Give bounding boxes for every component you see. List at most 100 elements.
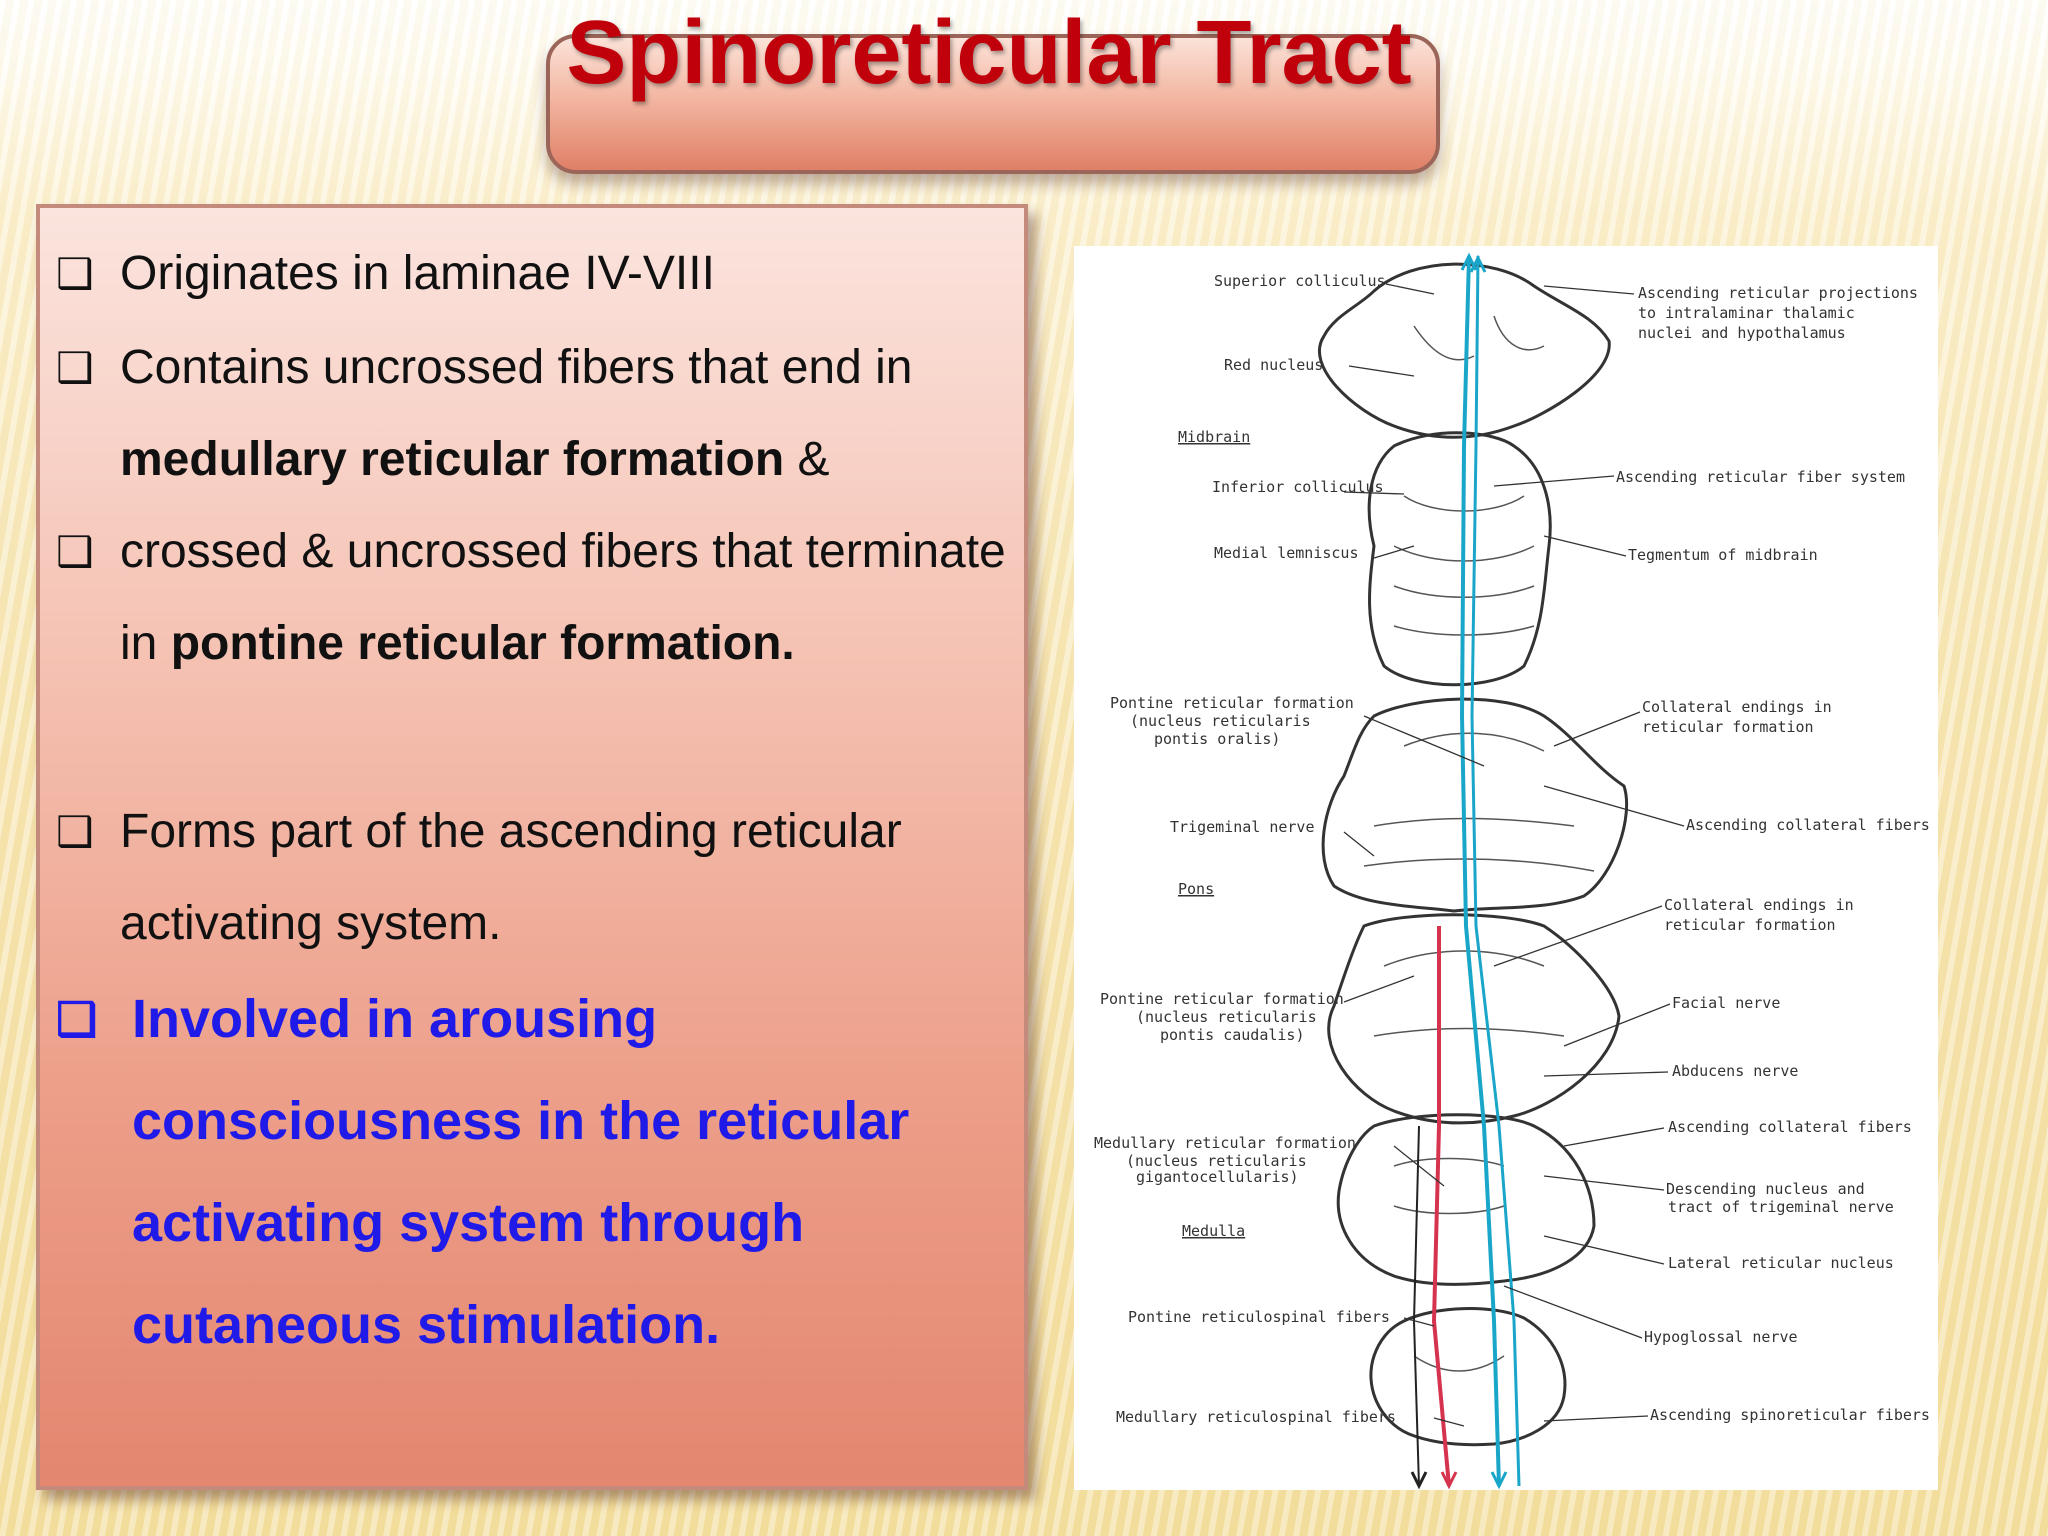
bullet-text: Involved in arousing consciousness in th… [132,968,1016,1376]
right-structure-label: Ascending collateral fibers [1686,816,1930,834]
midbrain-superior-section [1317,262,1611,439]
left-structure-label: (nucleus reticularis [1136,1008,1317,1026]
left-structure-label: Medullary reticular formation [1094,1134,1356,1152]
midbrain-inferior-section [1367,431,1552,687]
bullet-bold-text: pontine reticular formation. [170,617,795,670]
checkbox-bullet-icon: ❑ [56,528,94,575]
right-structure-label: Ascending reticular projections [1638,284,1918,302]
bullet-plain-text: crossed & uncrossed fibers that terminat… [120,525,1006,670]
descending-tract-line [1431,926,1451,1487]
leader-line [1348,365,1415,377]
ascending-tract-line [1459,255,1501,1487]
checkbox-bullet-icon: ❑ [56,808,94,855]
right-structure-label: Facial nerve [1672,994,1780,1012]
region-label: Medulla [1182,1222,1245,1240]
section-detail-line [1383,950,1545,967]
left-structure-label: Inferior colliculus [1212,478,1384,496]
leader-line [1493,475,1615,487]
tract-arrowhead [1440,1471,1458,1490]
right-structure-label: to intralaminar thalamic [1638,304,1855,322]
right-structure-label: Ascending reticular fiber system [1616,468,1905,486]
bullet-plain-text: Originates in laminae IV-VIII [120,247,715,300]
section-detail-line [1373,1027,1565,1037]
bullet-item: ❑ Involved in arousing consciousness in t… [56,968,1016,1376]
leader-line [1543,285,1635,295]
leader-line [1543,1415,1649,1422]
leader-line [1393,1145,1445,1187]
pons-lower-section [1327,913,1621,1125]
bullet-bold-text: Involved in arousing consciousness in th… [132,989,910,1355]
leader-line [1363,715,1485,767]
right-structure-label: Hypoglossal nerve [1644,1328,1798,1346]
left-structure-label: gigantocellularis) [1136,1168,1299,1186]
bullet-plain-text: Forms part of the ascending reticular ac… [120,805,902,950]
bullet-item: ❑Contains uncrossed fibers that end in m… [56,322,1016,506]
leader-line [1343,975,1415,1003]
left-structure-label: Medial lemniscus [1214,544,1359,562]
bullet-text: Forms part of the ascending reticular ac… [120,786,1016,970]
medulla-upper-section [1336,1113,1596,1286]
leader-line [1403,1317,1435,1327]
right-structure-label: Descending nucleus and [1666,1180,1865,1198]
left-structure-label: pontis oralis) [1154,730,1280,748]
left-structure-label: pontis caudalis) [1160,1026,1305,1044]
bullet-text: Contains uncrossed fibers that end in me… [120,322,1016,506]
section-detail-line [1493,315,1545,351]
ascending-tract-line [1470,255,1521,1487]
leader-line [1543,1071,1669,1077]
right-structure-label: Collateral endings in [1664,896,1854,914]
leader-line [1373,545,1415,559]
spinal-cord-section [1369,1307,1567,1447]
left-structure-label: Pontine reticular formation [1110,694,1354,712]
leader-line [1553,711,1641,747]
left-structure-label: Medullary reticulospinal fibers [1116,1408,1396,1426]
leader-line [1563,1127,1665,1147]
leader-line [1543,785,1685,827]
pons-upper-section [1321,697,1629,913]
tract-arrowhead [1469,254,1487,273]
bullet-item: ❑ Originates in laminae IV-VIII [56,228,1016,320]
checkbox-bullet-icon: ❑ [56,250,94,297]
title-banner [546,34,1440,174]
leader-line [1543,535,1627,557]
bullet-text: Originates in laminae IV-VIII [120,228,1016,320]
leader-line [1493,905,1663,967]
left-structure-label: (nucleus reticularis [1126,1152,1307,1170]
bullet-text: crossed & uncrossed fibers that terminat… [120,506,1016,690]
bullet-plain-text: & [784,433,830,486]
section-detail-line [1373,817,1575,827]
left-structure-label: Trigeminal nerve [1170,818,1315,836]
bullet-plain-text: Contains uncrossed fibers that end in [120,341,913,394]
section-detail-line [1393,1157,1505,1167]
bullet-bold-text: medullary reticular formation [120,433,785,486]
region-label: Pons [1178,880,1214,898]
checkbox-bullet-icon: ❑ [56,993,98,1045]
right-structure-label: nuclei and hypothalamus [1638,324,1846,342]
left-structure-label: Superior colliculus [1214,272,1386,290]
leader-line [1385,283,1435,295]
right-structure-label: tract of trigeminal nerve [1668,1198,1894,1216]
left-structure-label: (nucleus reticularis [1130,712,1311,730]
section-detail-line [1393,1205,1505,1215]
leader-line [1343,491,1405,495]
left-structure-label: Red nucleus [1224,356,1323,374]
right-structure-label: Tegmentum of midbrain [1628,546,1818,564]
bullet-item: ❑ Forms part of the ascending reticular a… [56,786,1016,970]
right-structure-label: Lateral reticular nucleus [1668,1254,1894,1272]
leader-line [1543,1175,1665,1191]
section-detail-line [1413,1355,1505,1372]
leader-line [1433,1417,1465,1427]
leader-line [1343,831,1375,857]
left-structure-label: Pontine reticular formation [1100,990,1344,1008]
tract-arrowhead [1490,1471,1508,1490]
region-label: Midbrain [1178,428,1250,446]
tract-arrowhead [1410,1471,1428,1490]
descending-fiber-line [1412,1125,1420,1487]
section-detail-line [1363,858,1595,872]
right-structure-label: reticular formation [1642,718,1814,736]
right-structure-label: Collateral endings in [1642,698,1832,716]
right-structure-label: Abducens nerve [1672,1062,1798,1080]
bullet-item: ❑ crossed & uncrossed fibers that termina… [56,506,1016,690]
leader-line [1543,1235,1665,1265]
